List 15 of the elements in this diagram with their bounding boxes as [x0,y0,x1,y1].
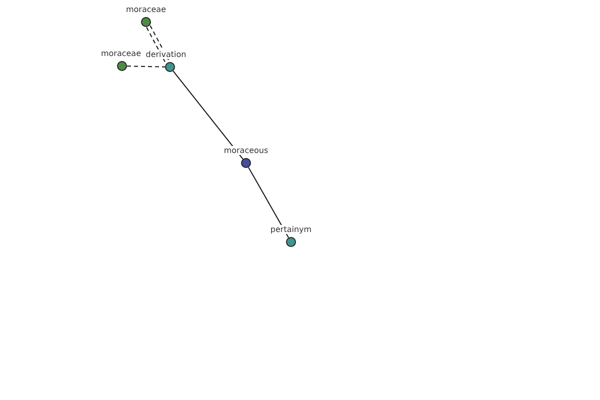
node-label: derivation [144,50,188,59]
node-label: moraceous [222,146,270,155]
link-line [172,70,244,160]
node-label: moraceae [124,5,168,14]
circle-node [241,158,251,168]
dashed-link [146,26,166,64]
node-label: pertainym [269,225,313,234]
link-line [248,166,290,238]
circle-node [165,62,175,72]
dashed-link [126,66,166,68]
circle-node [117,61,127,71]
dashed-link [150,24,170,62]
node-label: moraceae [100,49,142,58]
circle-node [286,237,296,247]
circle-node [141,17,151,27]
